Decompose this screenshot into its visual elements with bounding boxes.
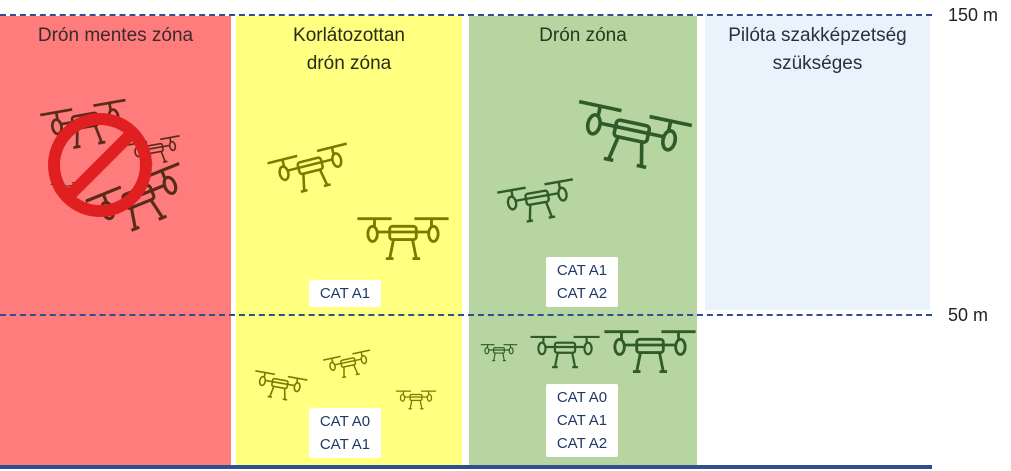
ground-line	[0, 465, 932, 469]
zone-restricted-title: Korlátozottan drón zóna	[293, 25, 405, 74]
category-label: CAT A1	[319, 436, 371, 453]
category-label: CAT A0	[556, 389, 608, 406]
altitude-label-50: 50 m	[948, 305, 989, 325]
drone-icon	[395, 390, 437, 410]
category-label: CAT A1	[556, 412, 608, 429]
zone-pilot-title: Pilóta szakképzetség szükséges	[728, 25, 907, 74]
zone-open-title: Drón zóna	[539, 25, 627, 46]
drone-icon	[566, 99, 694, 177]
drone-icon	[496, 178, 580, 227]
drone-icon	[602, 330, 698, 374]
category-label: CAT A2	[556, 435, 608, 452]
drone-icon	[250, 370, 309, 404]
category-badge-restricted-upper: CAT A1	[309, 280, 381, 307]
altitude-label-150: 150 m	[948, 5, 999, 25]
category-badge-restricted-lower: CAT A0 CAT A1	[309, 408, 381, 458]
category-badge-open-lower: CAT A0 CAT A1 CAT A2	[546, 384, 618, 457]
zone-no-drone-title: Drón mentes zóna	[37, 25, 194, 46]
altitude-line-50	[0, 314, 932, 316]
no-drone-icon	[48, 113, 152, 217]
category-label: CAT A0	[319, 413, 371, 430]
category-badge-open-upper: CAT A1 CAT A2	[546, 257, 618, 307]
altitude-line-150	[0, 14, 932, 16]
drone-icon	[322, 349, 376, 382]
drone-icon	[480, 344, 518, 362]
category-label: CAT A2	[556, 285, 608, 302]
category-label: CAT A1	[319, 285, 371, 302]
drone-icon	[266, 142, 357, 200]
category-label: CAT A1	[556, 262, 608, 279]
drone-icon	[355, 217, 451, 261]
zone-no-drone: Drón mentes zóna	[0, 16, 231, 466]
drone-icon	[529, 335, 601, 369]
zone-pilot: Pilóta szakképzetség szükséges	[705, 16, 930, 310]
